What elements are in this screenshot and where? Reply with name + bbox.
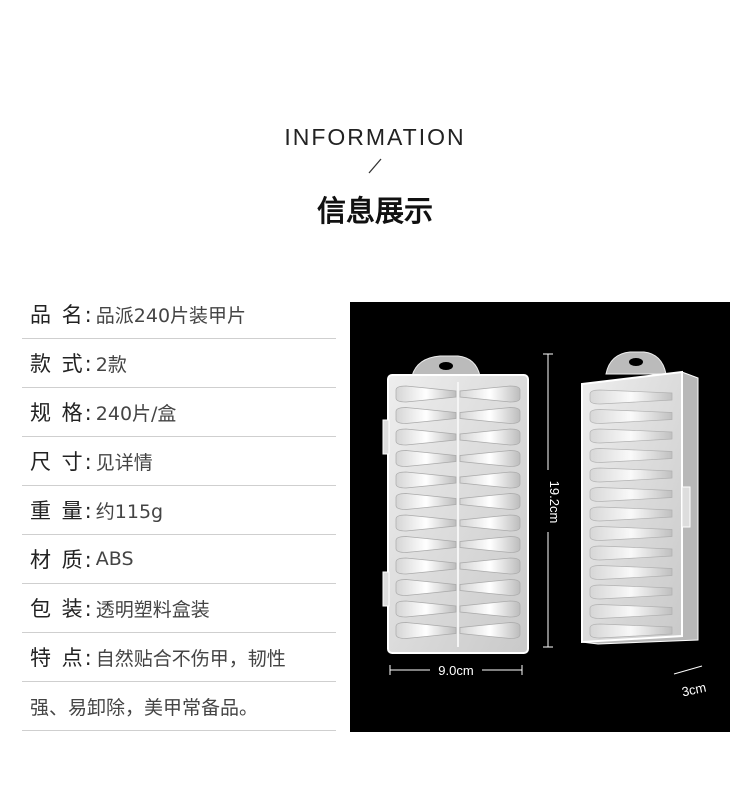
depth-dimension: 3cm <box>673 665 707 700</box>
nail-tip <box>459 471 521 489</box>
nail-tip <box>459 450 521 467</box>
nail-tip <box>589 448 673 463</box>
nail-tip <box>589 584 673 600</box>
spec-value: 240片/盒 <box>95 402 177 425</box>
spec-value: 见详情 <box>95 451 153 474</box>
dim-depth-label: 3cm <box>680 680 707 700</box>
spec-value: 自然贴合不伤甲，韧性 <box>95 647 286 670</box>
nail-tip <box>395 428 457 446</box>
spec-table: 品 名: 品派240片装甲片 款 式: 2款 规 格: 240片/盒 尺 寸: … <box>22 290 336 731</box>
slash-divider <box>368 158 382 174</box>
dim-width-label: 9.0cm <box>438 663 473 678</box>
nail-tip <box>459 622 521 639</box>
height-dimension: 19.2cm <box>540 353 562 648</box>
nail-tip <box>589 487 673 502</box>
spec-label: 品 名: <box>30 303 94 327</box>
nail-tip <box>459 428 521 446</box>
product-photo: 19.2cm 9.0cm 3cm <box>350 302 730 732</box>
front-nail-box <box>382 355 529 654</box>
spec-row-spec: 规 格: 240片/盒 <box>22 388 336 437</box>
nail-tip <box>589 506 673 522</box>
nail-tip <box>459 536 521 553</box>
spec-label: 规 格: <box>30 401 94 425</box>
nail-tip <box>589 409 673 424</box>
spec-row-features-continued: 强、易卸除，美甲常备品。 <box>22 682 336 731</box>
spec-value: 品派240片装甲片 <box>95 304 247 327</box>
spec-row-material: 材 质: ABS <box>22 535 336 584</box>
spec-value: 2款 <box>95 353 127 376</box>
width-dimension: 9.0cm <box>389 661 523 679</box>
side-nail-box <box>581 351 699 645</box>
nail-tip <box>395 622 457 639</box>
spec-row-features: 特 点: 自然贴合不伤甲，韧性 <box>22 633 336 682</box>
nail-tip <box>459 493 521 510</box>
product-illustration: 19.2cm 9.0cm 3cm <box>382 351 707 700</box>
spec-value: 透明塑料盒装 <box>95 598 210 621</box>
nail-tip <box>459 557 521 575</box>
spec-label: 尺 寸: <box>30 450 94 474</box>
nail-tip <box>589 526 673 541</box>
nail-tip <box>459 514 521 532</box>
nail-tip <box>589 389 673 405</box>
spec-row-name: 品 名: 品派240片装甲片 <box>22 290 336 339</box>
spec-row-size: 尺 寸: 见详情 <box>22 437 336 486</box>
nail-tip <box>589 623 673 639</box>
spec-row-weight: 重 量: 约115g <box>22 486 336 535</box>
spec-label: 重 量: <box>30 499 94 523</box>
nail-tip <box>395 471 457 489</box>
spec-value: ABS <box>95 548 134 570</box>
nail-tip <box>395 579 457 596</box>
spec-row-style: 款 式: 2款 <box>22 339 336 388</box>
spec-label: 特 点: <box>30 646 94 670</box>
nail-tip <box>395 536 457 553</box>
nail-tip <box>395 407 457 424</box>
section-title-en: INFORMATION <box>284 124 466 150</box>
spec-value-continued: 强、易卸除，美甲常备品。 <box>30 696 259 719</box>
nail-tip <box>395 493 457 510</box>
spec-label: 款 式: <box>30 352 94 376</box>
spec-label: 材 质: <box>30 548 94 572</box>
nail-tip <box>395 557 457 575</box>
nail-tip <box>589 604 673 619</box>
nail-tip <box>459 600 521 618</box>
nail-tip <box>395 450 457 467</box>
nail-tip <box>395 514 457 532</box>
nail-tip <box>459 407 521 424</box>
nail-tip <box>589 565 673 580</box>
dim-height-label: 19.2cm <box>547 481 562 524</box>
nail-tip <box>589 428 673 444</box>
spec-label: 包 装: <box>30 597 94 621</box>
section-title-zh: 信息展示 <box>316 194 433 228</box>
nail-tip <box>459 579 521 596</box>
nail-rows <box>395 385 521 639</box>
spec-value: 约115g <box>95 500 164 523</box>
nail-tip <box>589 467 673 483</box>
nail-tip <box>395 600 457 618</box>
nail-tip <box>589 545 673 561</box>
nail-tip <box>395 385 457 403</box>
nail-rows <box>589 389 673 639</box>
nail-tip <box>459 385 521 403</box>
spec-row-packaging: 包 装: 透明塑料盒装 <box>22 584 336 633</box>
